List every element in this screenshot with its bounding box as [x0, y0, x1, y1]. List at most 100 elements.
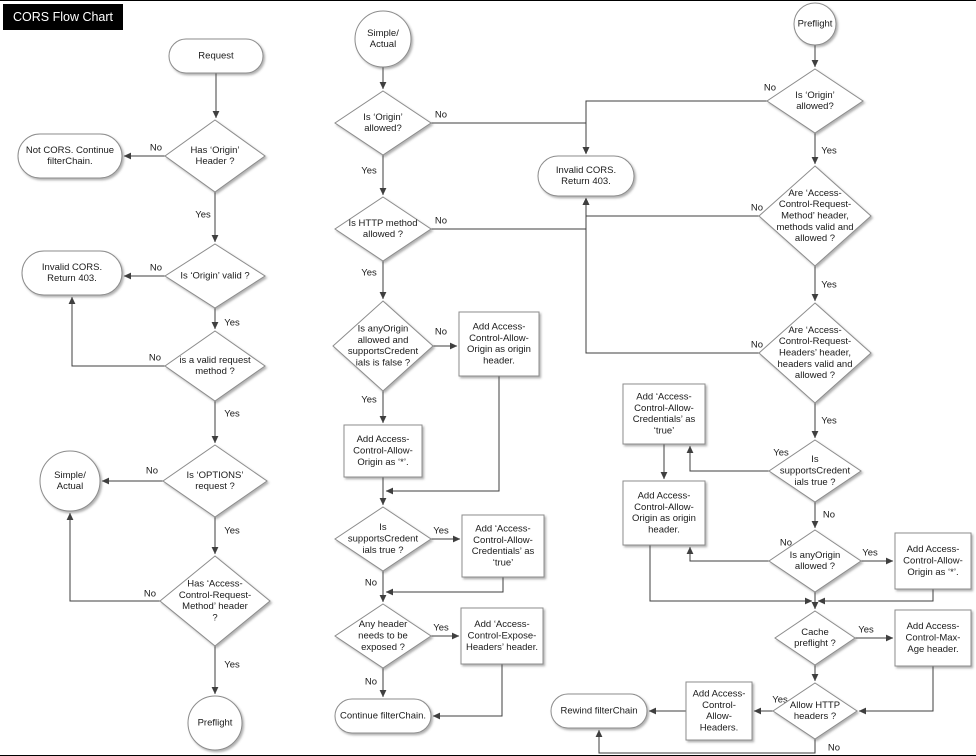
node-allow-headers: Add Access-Control-Allow-Headers.	[685, 681, 753, 741]
edge-origin-mid-no: No	[431, 108, 590, 155]
rect-shape	[343, 424, 423, 478]
chart-title: CORS Flow Chart	[3, 4, 124, 30]
node-label: Control-Allow-	[473, 535, 533, 546]
node-origin-allowed-mid: Is ‘Origin’allowed?	[334, 90, 432, 156]
node-label: Control-Max-	[906, 633, 961, 644]
edge-label-anycred-no: No	[435, 327, 447, 338]
connector-line	[649, 545, 813, 605]
edge-label-options-yes: Yes	[224, 526, 240, 537]
node-label: Control-	[702, 700, 736, 711]
node-label: Headers’ header,	[779, 348, 851, 359]
node-label: methods valid and	[776, 222, 853, 233]
node-label: Age header.	[907, 644, 958, 655]
node-label: Add ‘Access-	[475, 524, 530, 535]
connector-line	[431, 197, 590, 230]
diamond-shape	[766, 68, 864, 134]
node-label: Return 403.	[47, 273, 97, 284]
connector-line	[582, 100, 767, 155]
node-has-acrm-header: Has ‘Access-Control-Request-Method’ head…	[159, 555, 271, 647]
diamond-shape	[334, 196, 432, 262]
edge-acac-mid-out	[385, 577, 504, 596]
edge-origin-valid-yes: Yes	[211, 308, 241, 330]
edge-cred-right-yes: Yes	[686, 445, 790, 472]
node-label: Not CORS. Continue	[26, 145, 114, 156]
node-acao-origin-right: Add Access-Control-Allow-Origin as origi…	[622, 480, 706, 546]
node-label: Origin as ‘*’.	[357, 457, 408, 468]
node-expose-headers: Add ‘Access-Control-Expose-Headers’ head…	[460, 607, 544, 665]
edge-label-method-mid-no: No	[435, 216, 447, 227]
diamond-shape	[334, 506, 432, 572]
node-label: request ?	[195, 481, 235, 492]
node-label: Is ‘Origin’	[363, 112, 403, 123]
node-label: is a valid request	[179, 355, 251, 366]
edge-expose-no: No	[363, 668, 387, 698]
node-label: Is anyOrigin	[790, 550, 841, 561]
edge-acrh-valid-yes: Yes	[811, 403, 838, 439]
node-simple-actual-left: Simple/Actual	[39, 450, 101, 512]
edge-options-no: No	[101, 464, 163, 485]
node-label: Add Access-	[357, 434, 410, 445]
node-label: Control-Allow-	[634, 403, 694, 414]
node-label: Preflight	[798, 19, 833, 30]
node-label: Any header	[359, 619, 408, 630]
node-acrm-valid: Are ‘Access-Control-Request-Method’ head…	[758, 165, 872, 267]
node-label: Add Access-	[907, 621, 960, 632]
edge-label-acrh-valid-no: No	[751, 340, 763, 351]
diamond-shape	[774, 610, 856, 666]
edge-label-acrm-valid-yes: Yes	[821, 280, 837, 291]
edge-options-yes: Yes	[211, 517, 241, 555]
rect-shape	[461, 514, 545, 578]
edge-label-origin-valid-no: No	[150, 263, 162, 274]
node-label: Credentials’ as	[633, 414, 696, 425]
rect-shape	[458, 311, 540, 377]
connector-line	[686, 546, 769, 562]
node-label: Cache	[801, 627, 828, 638]
node-rewind-filterchain: Rewind filterChain	[550, 693, 648, 729]
edge-label-expose-yes: Yes	[433, 623, 449, 634]
edge-label-has-origin-no: No	[150, 143, 162, 154]
connector-line	[817, 589, 934, 605]
node-label: method ?	[195, 366, 235, 377]
edge-label-cred-mid-no: No	[365, 578, 377, 589]
edge-acrm-no: No	[66, 512, 160, 602]
node-has-origin-header: Has ‘Origin’Header ?	[164, 119, 266, 193]
edge-acao-origin-mid-out	[385, 376, 500, 495]
edge-label-acrm-valid-no: No	[751, 203, 763, 214]
node-label: ials is false ?	[356, 357, 410, 368]
edge-method-mid-no: No	[431, 197, 590, 230]
edge-cred-mid-yes: Yes	[431, 524, 461, 543]
stadium-shape	[550, 693, 648, 729]
node-preflight-right: Preflight	[793, 2, 837, 46]
node-label: Origin as origin	[467, 344, 531, 355]
node-label: headers ?	[794, 711, 836, 722]
node-is-origin-valid: Is ‘Origin’ valid ?	[164, 243, 266, 309]
node-label: filterChain.	[47, 156, 92, 167]
edge-label-origin-valid-yes: Yes	[224, 318, 240, 329]
node-label: ‘true’	[654, 425, 675, 436]
edge-cred-mid-no: No	[363, 571, 387, 603]
stadium-shape	[168, 38, 264, 74]
connector-line	[66, 512, 160, 602]
node-label: Has ‘Origin’	[190, 145, 239, 156]
edge-acrm-valid-yes: Yes	[811, 266, 838, 302]
connector-line	[431, 122, 590, 155]
node-label: Add Access-	[907, 544, 960, 555]
node-label: ials true ?	[794, 477, 835, 488]
node-label: Is	[811, 454, 819, 465]
edge-label-acrm-yes: Yes	[224, 660, 240, 671]
node-label: Add ‘Access-	[636, 392, 691, 403]
node-label: Control-Allow-	[903, 556, 963, 567]
node-label: Allow-	[706, 711, 732, 722]
rect-shape	[894, 532, 972, 590]
edge-maxage-out	[858, 666, 934, 715]
rect-shape	[685, 681, 753, 741]
edge-origin-right-yes: Yes	[811, 133, 838, 165]
connector-line	[68, 296, 165, 367]
node-label: Is ‘OPTIONS’	[186, 470, 243, 481]
